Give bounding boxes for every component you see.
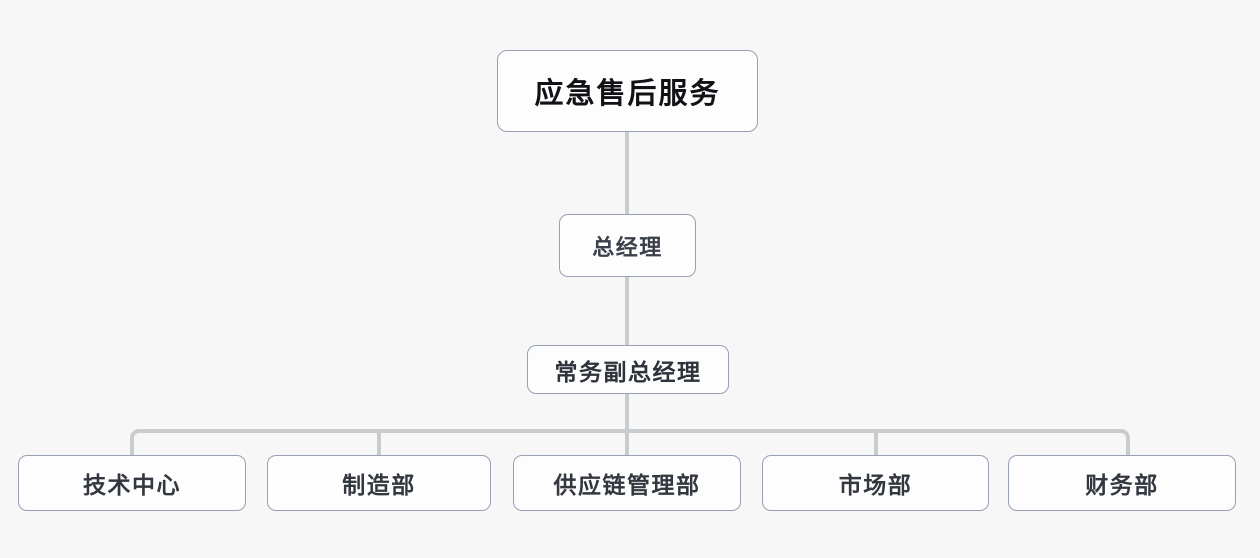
node-executive-deputy-general-manager[interactable]: 常务副总经理: [527, 345, 729, 394]
connector-stub-marketing: [874, 433, 878, 455]
connector-department-bus: [130, 429, 1130, 455]
connector-deputy-to-departments: [625, 394, 629, 455]
node-general-manager[interactable]: 总经理: [559, 214, 696, 277]
node-department-technology-center[interactable]: 技术中心: [18, 455, 246, 511]
node-department-marketing[interactable]: 市场部: [762, 455, 989, 511]
node-department-manufacturing[interactable]: 制造部: [267, 455, 491, 511]
node-department-finance[interactable]: 财务部: [1008, 455, 1236, 511]
connector-stub-manufacturing: [377, 433, 381, 455]
connector-general-manager-to-deputy: [625, 277, 629, 345]
connector-root-to-general-manager: [625, 132, 629, 214]
node-root[interactable]: 应急售后服务: [497, 50, 758, 132]
node-department-supply-chain-management[interactable]: 供应链管理部: [513, 455, 741, 511]
